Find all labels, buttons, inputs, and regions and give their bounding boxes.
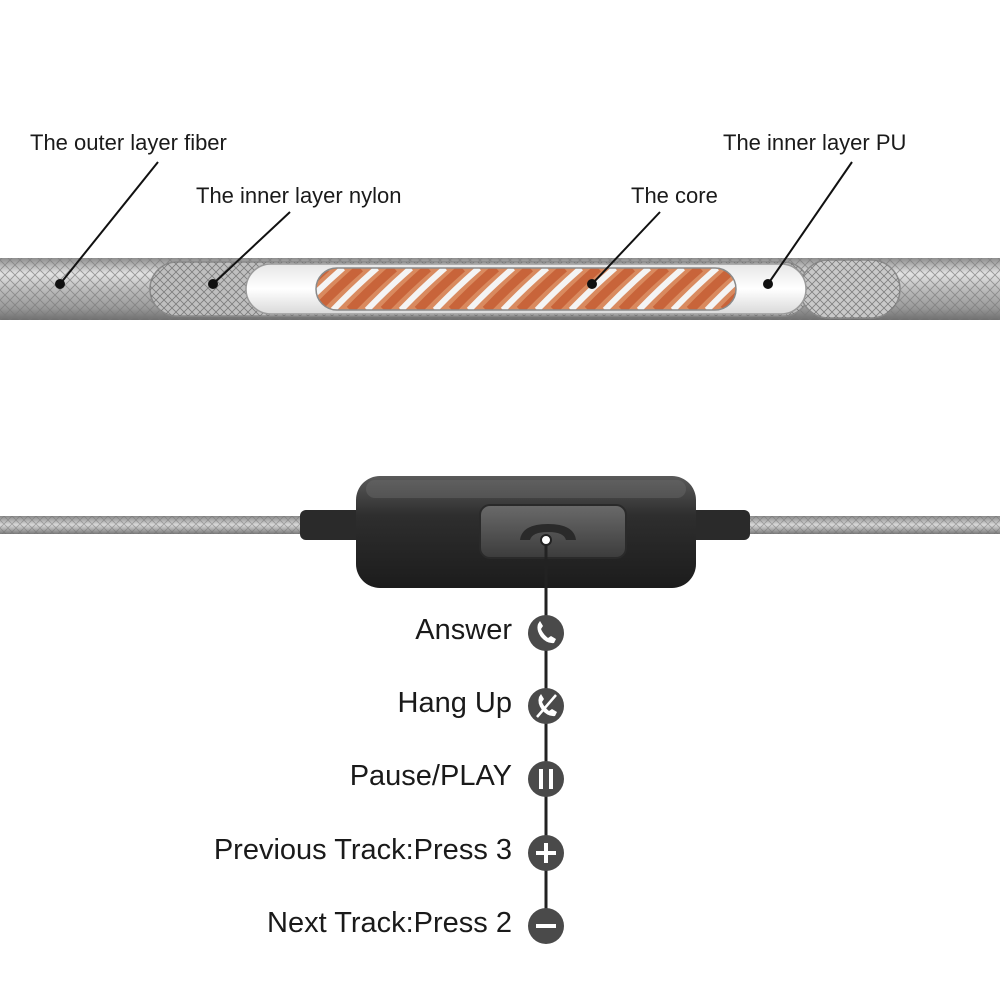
copper-strand [414, 268, 465, 310]
label-outer-fiber: The outer layer fiber [30, 130, 227, 155]
label-hang-up: Hang Up [397, 687, 512, 719]
label-pause-play: Pause/PLAY [349, 760, 512, 792]
copper-strand [482, 268, 533, 310]
phone-icon [528, 615, 564, 651]
white-strand [704, 268, 736, 310]
plus-icon [528, 835, 564, 871]
white-strand [364, 268, 413, 310]
white-strand [316, 268, 345, 310]
copper-strand [652, 268, 703, 310]
white-strand [330, 268, 379, 310]
label-previous-track: Previous Track:Press 3 [213, 834, 512, 866]
copper-strand [346, 268, 397, 310]
white-strand [636, 268, 685, 310]
copper-strand [618, 268, 669, 310]
white-strand [670, 268, 719, 310]
remote-collar-right [680, 510, 750, 540]
inline-remote [0, 476, 1000, 930]
copper-strand [516, 268, 567, 310]
control-icons [528, 615, 564, 944]
label-next-track: Next Track:Press 2 [267, 907, 512, 939]
white-strand [534, 268, 583, 310]
label-inner-nylon: The inner layer nylon [196, 183, 402, 208]
pause-icon [528, 761, 564, 797]
copper-strand [550, 268, 601, 310]
white-strand [500, 268, 549, 310]
remote-button-phone-icon [520, 524, 576, 540]
callout-leaders [55, 161, 853, 289]
hang-up-icon [528, 688, 564, 724]
label-answer: Answer [415, 614, 512, 646]
label-inner-pu: The inner layer PU [723, 130, 907, 155]
white-strand [432, 268, 481, 310]
white-strand [602, 268, 651, 310]
copper-strand [380, 268, 431, 310]
minus-icon [528, 908, 564, 944]
white-strand [466, 268, 515, 310]
inner-nylon-right-braid [800, 260, 900, 318]
remote-collar-left [300, 510, 370, 540]
copper-strand [448, 268, 499, 310]
cable-cross-section [0, 258, 1000, 320]
copper-strand [584, 268, 635, 310]
white-strand [398, 268, 447, 310]
label-core: The core [631, 183, 718, 208]
